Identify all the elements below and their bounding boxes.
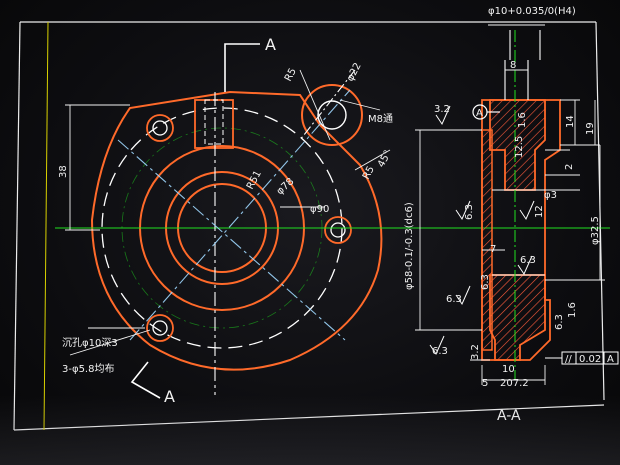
bolt-hole-right xyxy=(324,216,352,244)
section-flange xyxy=(481,129,493,351)
ra-6-3-b: 6.3 xyxy=(520,255,536,266)
dimension-lines-section xyxy=(415,24,605,385)
note-counterbore: 沉孔φ10深3 xyxy=(62,336,118,349)
dim-w207-2: 207.2 xyxy=(500,378,529,389)
ra-1-6-top: 1.6 xyxy=(517,112,528,128)
dim-h12: 12 xyxy=(534,205,545,218)
section-cut-marker-bottom xyxy=(130,361,161,399)
geometric-tolerance-frame: // 0.02 A xyxy=(545,351,619,365)
tol-symbol: // xyxy=(565,354,572,365)
ra-3-2-b: 3.2 xyxy=(470,344,481,360)
dim-d3: φ3 xyxy=(544,190,557,201)
section-bore-lines xyxy=(492,30,545,276)
dim-d90: φ90 xyxy=(310,204,329,215)
ra-3-2-top: 3.2 xyxy=(434,104,450,115)
dim-w8: 8 xyxy=(510,60,516,71)
dim-w5: 5 xyxy=(482,378,488,389)
dim-d32-5: φ32.5 xyxy=(590,216,601,245)
outer-profile xyxy=(90,90,383,371)
datum-a-symbol: A xyxy=(472,104,500,120)
dim-45deg: 45° xyxy=(376,149,394,170)
dim-38: 38 xyxy=(58,165,69,178)
ra-6-3-d: 6.3 xyxy=(446,294,462,305)
dim-d78: φ78 xyxy=(275,176,297,197)
note-hole-pattern: 3-φ5.8均布 xyxy=(62,363,114,375)
bolt-hole-top-left xyxy=(146,114,174,142)
dim-d22: φ22 xyxy=(345,61,364,83)
dim-w7: 7 xyxy=(490,244,496,255)
ra-6-3-c: 6.3 xyxy=(480,274,491,290)
dim-r5-top: R5 xyxy=(283,66,299,83)
section-view: A φ10+0.035/0(H4) 8 3.2 1.6 14 19 12.5 2… xyxy=(415,6,619,424)
roughness-symbols xyxy=(429,105,535,356)
ra-6-3-left: 6.3 xyxy=(432,346,448,357)
dim-m8: M8通 xyxy=(368,113,393,125)
boss-hole xyxy=(317,100,347,130)
centerlines xyxy=(55,69,610,395)
section-cut-marker-top xyxy=(224,43,260,92)
ra-1-6-b: 1.6 xyxy=(567,302,578,318)
section-label-bottom: A xyxy=(164,387,175,406)
dim-h2: 2 xyxy=(564,164,575,170)
svg-text:A: A xyxy=(476,108,483,119)
tol-value: 0.02 xyxy=(579,354,601,365)
plan-view: A A φ22 R5 M8通 R51 φ78 R5 45° φ90 38 φ58… xyxy=(55,35,610,406)
dim-r5-right: R5 xyxy=(361,164,377,181)
section-hatch-bottom xyxy=(489,274,546,361)
ra-6-3-e: 6.3 xyxy=(554,314,565,330)
dim-d10-h4: φ10+0.035/0(H4) xyxy=(488,6,576,17)
dimension-lines-plan xyxy=(65,69,391,356)
dim-d58: φ58-0.1/-0.3(dc6) xyxy=(404,202,415,290)
keyway-slot xyxy=(194,99,234,149)
dim-h19: 19 xyxy=(585,122,596,135)
tol-datum: A xyxy=(607,354,614,365)
section-outline xyxy=(481,99,561,361)
ra-6-3-a: 6.3 xyxy=(464,204,475,220)
dim-w10: 10 xyxy=(502,364,515,375)
boss-circle xyxy=(301,84,363,146)
section-label-top: A xyxy=(265,35,276,54)
section-title: A-A xyxy=(497,408,521,424)
bolt-hole-bottom-left xyxy=(146,314,174,342)
ra-12-5: 12.5 xyxy=(514,136,525,158)
dim-h14: 14 xyxy=(565,115,576,128)
